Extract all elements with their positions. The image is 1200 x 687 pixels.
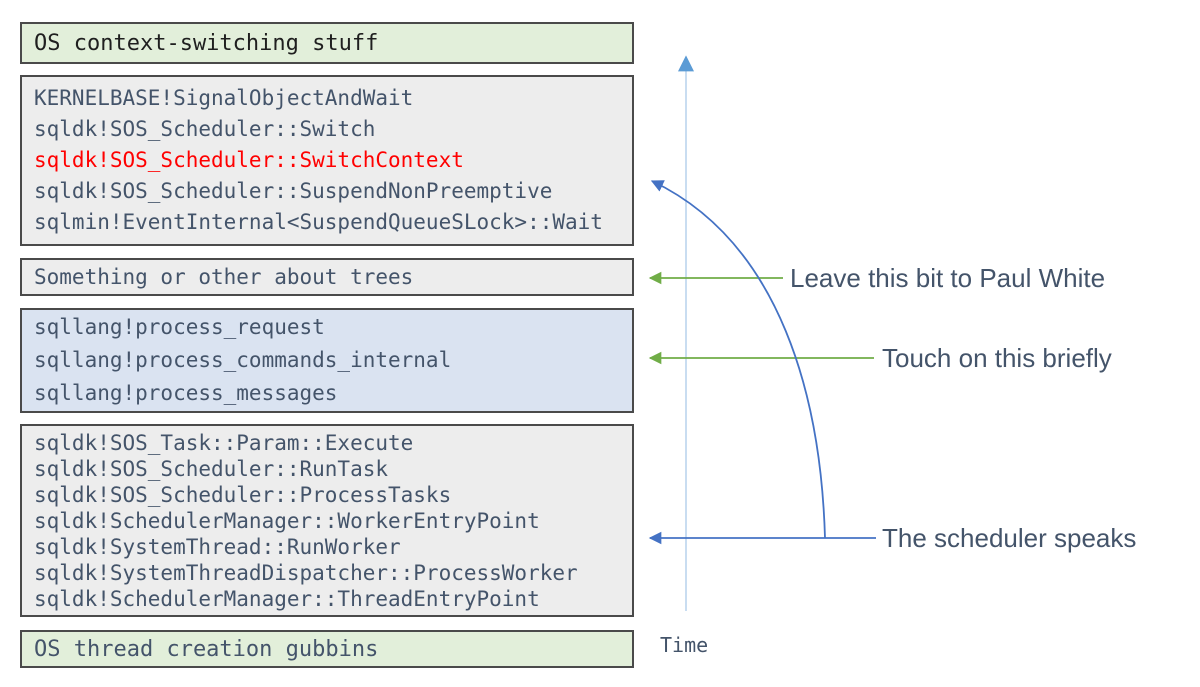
box-label: OS context-switching stuff	[34, 30, 379, 56]
annotation-scheduler-speaks: The scheduler speaks	[882, 523, 1137, 553]
wait-call-stack-box: KERNELBASE!SignalObjectAndWait sqldk!SOS…	[20, 75, 634, 246]
stack-frame: sqldk!SOS_Scheduler::ProcessTasks	[34, 482, 452, 507]
stack-frame: sqldk!SystemThreadDispatcher::ProcessWor…	[34, 560, 578, 585]
stack-frame: sqldk!SchedulerManager::ThreadEntryPoint	[34, 586, 540, 611]
os-thread-creation-box: OS thread creation gubbins	[20, 630, 634, 668]
sqllang-stack-box: sqllang!process_request sqllang!process_…	[20, 308, 634, 413]
box-label: OS thread creation gubbins	[34, 636, 379, 662]
stack-frame: sqldk!SOS_Scheduler::Switch	[34, 117, 376, 141]
stack-frame: sqldk!SOS_Task::Param::Execute	[34, 430, 414, 455]
annotation-paul-white: Leave this bit to Paul White	[790, 263, 1106, 293]
trees-box: Something or other about trees	[20, 258, 634, 296]
stack-frame: sqldk!SOS_Scheduler::RunTask	[34, 456, 389, 481]
stack-frame: sqlmin!EventInternal<SuspendQueueSLock>:…	[34, 210, 603, 234]
stack-frame-highlighted: sqldk!SOS_Scheduler::SwitchContext	[34, 148, 464, 172]
stack-frame: sqllang!process_commands_internal	[34, 348, 452, 372]
task-call-stack-box: sqldk!SOS_Task::Param::Execute sqldk!SOS…	[20, 424, 634, 617]
stack-frame: sqldk!SchedulerManager::WorkerEntryPoint	[34, 508, 540, 533]
stack-frame: KERNELBASE!SignalObjectAndWait	[34, 86, 414, 110]
stack-frame: sqldk!SOS_Scheduler::SuspendNonPreemptiv…	[34, 179, 553, 203]
stack-frame: sqllang!process_messages	[34, 381, 338, 405]
box-label: Something or other about trees	[34, 265, 414, 289]
scheduler-curved-arrow	[650, 180, 826, 539]
stack-frame: sqllang!process_request	[34, 315, 325, 339]
time-axis-label: Time	[660, 633, 709, 657]
annotation-touch-briefly: Touch on this briefly	[882, 343, 1112, 373]
stack-frame: sqldk!SystemThread::RunWorker	[34, 534, 401, 559]
os-context-switching-box: OS context-switching stuff	[20, 22, 634, 64]
